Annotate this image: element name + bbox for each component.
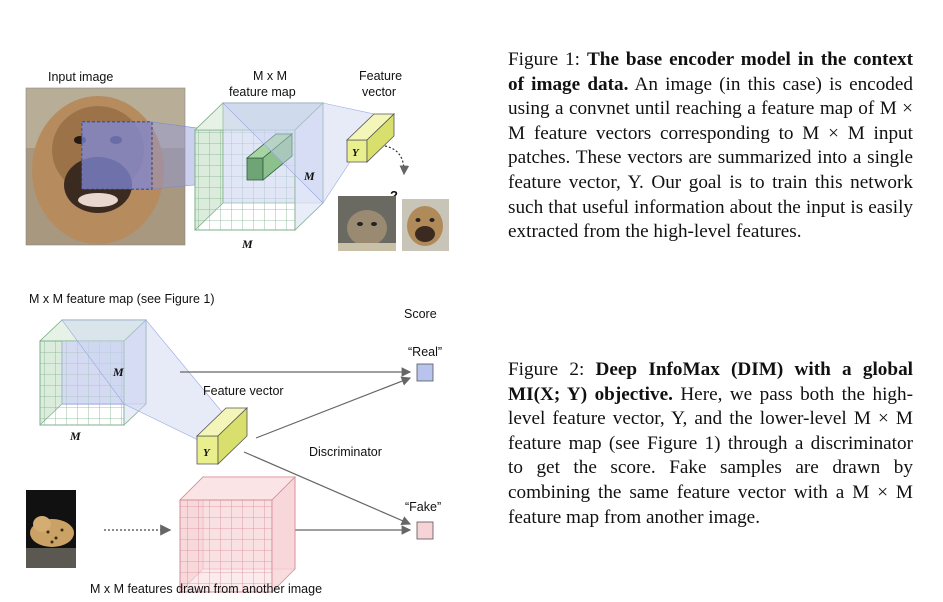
dotted-arrow <box>384 145 410 176</box>
figure-1: Input image <box>25 69 449 251</box>
arrow-vector-to-real <box>255 376 412 439</box>
feature-column <box>245 133 294 181</box>
fake-label: “Fake” <box>405 500 441 514</box>
arrow-vector-to-fake <box>243 451 412 526</box>
cat-thumbnail <box>338 196 396 251</box>
feature-vector-y <box>346 113 395 163</box>
feature-map-label-2: feature map <box>229 85 296 99</box>
feature-vector-label-2: vector <box>362 85 396 99</box>
figure-2: M x M feature map (see Figure 1) Score M… <box>26 292 442 596</box>
figure-2-caption: Figure 2: Deep InfoMax (DIM) with a glob… <box>508 358 913 530</box>
dog-thumbnail <box>402 199 449 251</box>
fig2-top-label: M x M feature map (see Figure 1) <box>29 292 214 306</box>
caption-1-prefix: Figure 1: <box>508 49 580 70</box>
dim-label-m-right: M <box>303 169 315 183</box>
score-label: Score <box>404 307 437 321</box>
caption-1-text: An image (in this case) is encoded using… <box>508 73 913 243</box>
caption-1-bold: The base encoder model in the context of… <box>508 49 914 95</box>
question-mark: ? <box>390 188 398 203</box>
caption-2-text: Here, we pass both the high-level featur… <box>508 383 913 528</box>
vector-symbol-y: Y <box>352 147 360 159</box>
figure-1-caption: Figure 1: The base encoder model in the … <box>508 48 913 245</box>
caption-2-bold: Deep InfoMax (DIM) with a global MI(X; Y… <box>508 359 913 405</box>
real-score-box <box>416 363 434 382</box>
fig2-bottom-label: M x M features drawn from another image <box>90 582 322 596</box>
feature-vector-y-2 <box>196 407 248 465</box>
feature-map-cube-2 <box>39 319 147 426</box>
discriminator-label: Discriminator <box>309 445 382 459</box>
leopard-image <box>26 490 76 568</box>
fake-feature-map-cube <box>179 476 296 593</box>
dim-label-m-bottom-2: M <box>69 429 81 443</box>
input-image-label: Input image <box>48 70 113 84</box>
dim-label-m-bottom: M <box>241 237 253 251</box>
dim-label-m-right-2: M <box>112 365 124 379</box>
feature-map-label-1: M x M <box>253 69 287 83</box>
caption-2-prefix: Figure 2: <box>508 359 585 380</box>
vector-symbol-y-2: Y <box>203 447 211 459</box>
feature-vector-label: Feature vector <box>203 384 284 398</box>
feature-vector-label-1: Feature <box>359 69 402 83</box>
fake-score-box <box>416 521 434 540</box>
real-label: “Real” <box>408 345 442 359</box>
